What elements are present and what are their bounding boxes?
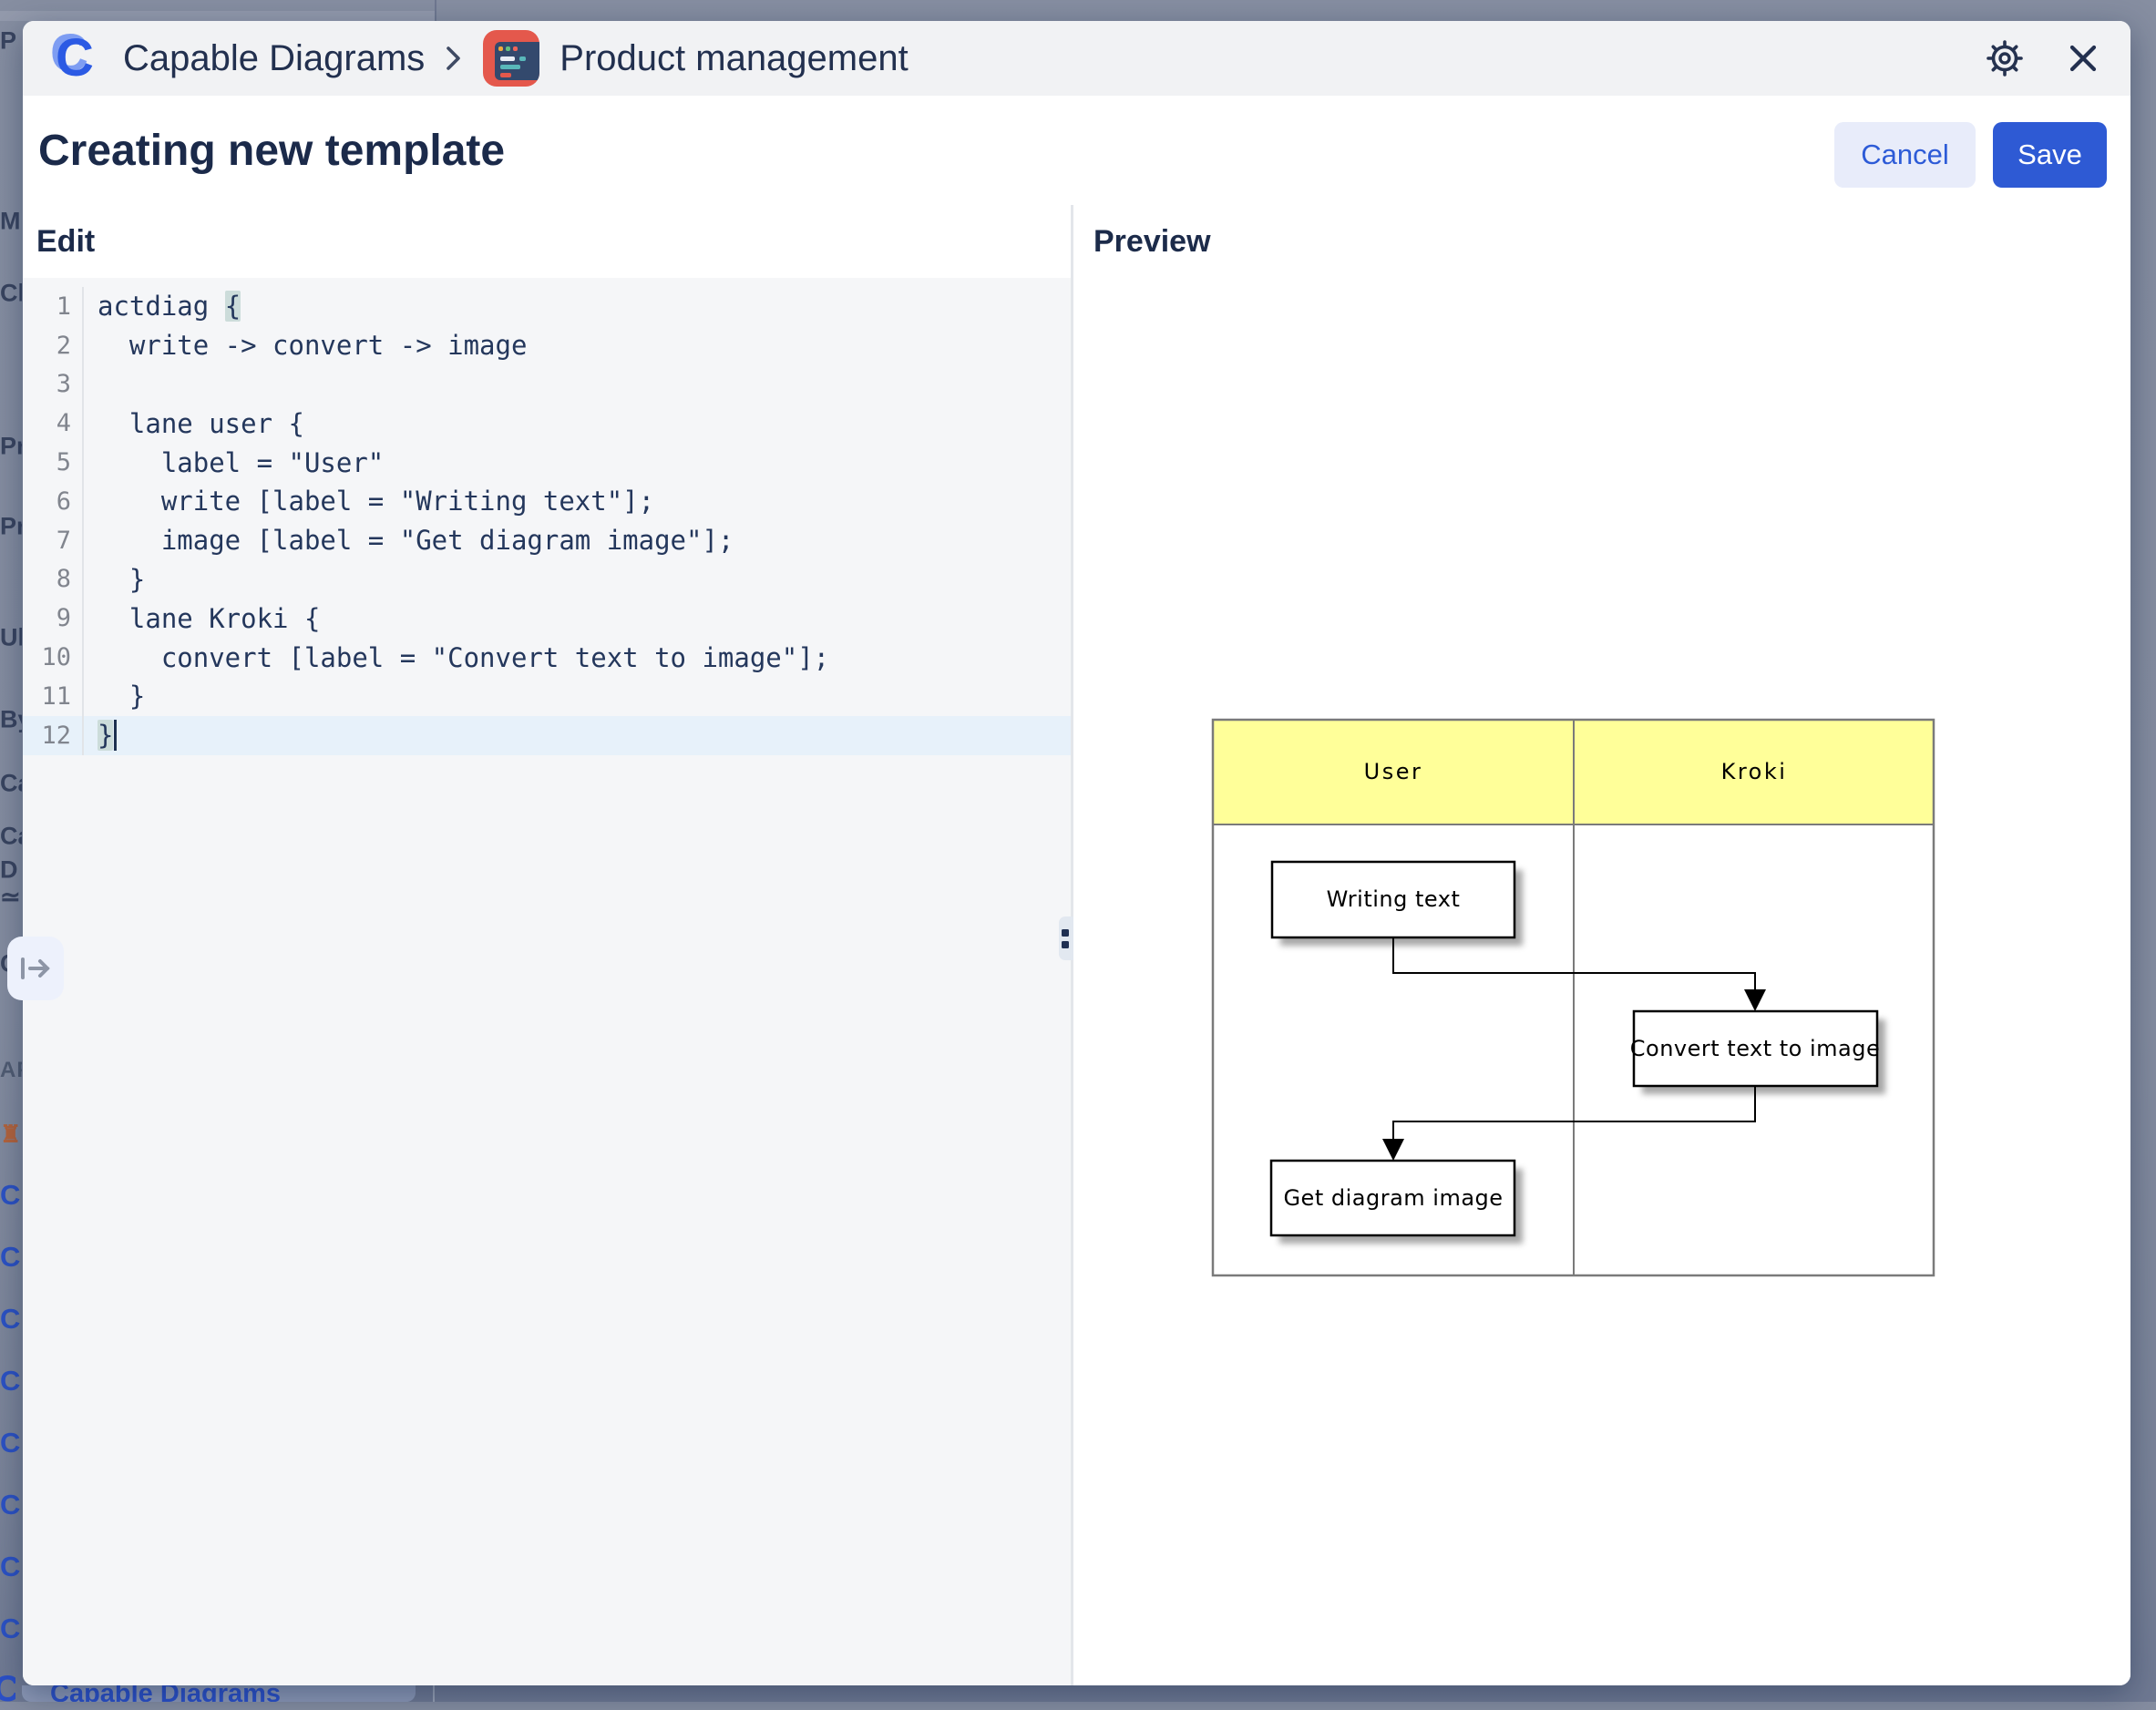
background-sidebar-fragment: C — [0, 1613, 20, 1645]
node-label-writing-text: Writing text — [1327, 886, 1461, 912]
background-sidebar-fragment: Cl — [0, 280, 22, 308]
background-sidebar-fragment: Ca — [0, 770, 22, 798]
create-template-modal: C C Capable Diagrams Product management — [23, 21, 2130, 1685]
breadcrumb-page-name[interactable]: Product management — [560, 38, 908, 79]
background-selected-sidebar-item: Capable Diagrams — [22, 1685, 416, 1702]
code-line-text: image [label = "Get diagram image"]; — [84, 525, 734, 556]
code-line[interactable]: 7 image [label = "Get diagram image"]; — [23, 521, 1071, 560]
edit-panel-title: Edit — [36, 205, 95, 278]
node-label-convert-text: Convert text to image — [1630, 1036, 1881, 1061]
page-title: Creating new template — [38, 96, 505, 205]
background-sidebar-fragment: ♜ — [0, 1121, 21, 1149]
arrowhead-down — [1382, 1139, 1404, 1161]
line-number: 9 — [23, 604, 82, 632]
arrowhead-down — [1744, 989, 1766, 1011]
background-sidebar-sliver: PMClPrPrUlByCaCaD≃CrAP♜CCCCCCCC — [0, 0, 22, 1702]
code-line[interactable]: 5 label = "User" — [23, 443, 1071, 482]
line-number: 4 — [23, 409, 82, 437]
code-line[interactable]: 11 } — [23, 677, 1071, 716]
background-sidebar-fragment: Ul — [0, 624, 22, 652]
background-sidebar-fragment: D — [0, 856, 18, 885]
code-line[interactable]: 6 write [label = "Writing text"]; — [23, 482, 1071, 521]
node-label-get-image: Get diagram image — [1283, 1185, 1503, 1211]
background-top-band — [0, 11, 435, 21]
background-sidebar-fragment: Pr — [0, 513, 22, 541]
close-icon[interactable] — [2061, 36, 2105, 80]
lane-label-kroki: Kroki — [1721, 759, 1788, 784]
modal-topbar-actions — [1983, 21, 2105, 96]
line-number: 12 — [23, 722, 82, 750]
code-line[interactable]: 10 convert [label = "Convert text to ima… — [23, 638, 1071, 677]
line-number: 5 — [23, 448, 82, 476]
breadcrumb-bar: C C Capable Diagrams Product management — [23, 21, 2130, 96]
modal-title-row: Creating new template Cancel Save — [23, 96, 2130, 207]
code-line-text: } — [84, 720, 117, 751]
line-number: 8 — [23, 565, 82, 593]
background-sidebar-fragment: C — [0, 1489, 20, 1521]
code-line[interactable]: 9 lane Kroki { — [23, 599, 1071, 638]
background-sidebar-fragment: C — [0, 1303, 20, 1336]
line-number: 11 — [23, 682, 82, 711]
product-management-icon — [483, 30, 539, 87]
background-sidebar-fragment: C — [0, 1179, 20, 1212]
gutter-separator — [82, 365, 84, 404]
background-sidebar-fragment: C — [0, 1551, 20, 1583]
background-sidebar-fragment: Pr — [0, 433, 22, 461]
background-sidebar-fragment: By — [0, 706, 22, 734]
code-line-text: } — [84, 681, 145, 712]
line-number: 2 — [23, 332, 82, 360]
code-line-text: label = "User" — [84, 447, 384, 478]
background-sidebar-fragment: M — [0, 208, 21, 236]
preview-panel-title: Preview — [1093, 205, 1211, 278]
background-sidebar-fragment: AP — [0, 1058, 22, 1083]
line-number: 10 — [23, 643, 82, 671]
background-space-logo: C — [0, 1669, 15, 1710]
sidebar-expand-button[interactable] — [7, 937, 64, 1000]
save-button[interactable]: Save — [1993, 122, 2107, 188]
code-line-text: write [label = "Writing text"]; — [84, 486, 654, 517]
background-sidebar-fragment: C — [0, 1365, 20, 1398]
breadcrumb-app-name[interactable]: Capable Diagrams — [123, 38, 425, 79]
code-editor[interactable]: 1actdiag {2 write -> convert -> image34 … — [23, 278, 1071, 1685]
text-cursor — [114, 720, 117, 751]
actdiag-preview-diagram: User Kroki Writing text Convert text to … — [1203, 711, 1950, 1294]
capable-diagrams-logo-icon: C C — [56, 30, 103, 87]
preview-pane: User Kroki Writing text Convert text to … — [1073, 278, 2130, 1685]
breadcrumb: C C Capable Diagrams Product management — [56, 21, 909, 96]
background-sidebar-fragment: C — [0, 1427, 20, 1459]
background-divider-bottom — [433, 1685, 435, 1702]
code-line[interactable]: 3 — [23, 365, 1071, 404]
chevron-right-icon — [445, 45, 463, 72]
code-line[interactable]: 4 lane user { — [23, 404, 1071, 443]
matched-bracket: } — [98, 720, 113, 751]
lane-label-user: User — [1364, 759, 1423, 784]
code-line-text: actdiag { — [84, 291, 241, 322]
line-number: 1 — [23, 292, 82, 321]
matched-bracket: { — [225, 291, 241, 322]
code-line-text: convert [label = "Convert text to image"… — [84, 642, 829, 673]
background-sidebar-fragment: ≃ — [0, 884, 21, 912]
line-number: 6 — [23, 487, 82, 516]
code-line-text: } — [84, 564, 145, 595]
line-number: 3 — [23, 370, 82, 398]
background-selected-item-label: Capable Diagrams — [50, 1685, 281, 1702]
title-actions: Cancel Save — [1834, 122, 2107, 188]
background-sidebar-fragment: C — [0, 1241, 20, 1274]
line-number: 7 — [23, 527, 82, 555]
code-line-text: lane Kroki { — [84, 603, 320, 634]
background-divider-top — [435, 0, 436, 21]
settings-gear-icon[interactable] — [1983, 36, 2027, 80]
code-line[interactable]: 8 } — [23, 560, 1071, 599]
code-line[interactable]: 2 write -> convert -> image — [23, 326, 1071, 365]
cancel-button[interactable]: Cancel — [1834, 122, 1976, 188]
code-line[interactable]: 12} — [23, 716, 1071, 755]
code-line-text: lane user { — [84, 408, 304, 439]
background-sidebar-fragment: P — [0, 27, 16, 56]
code-line-text: write -> convert -> image — [84, 330, 527, 361]
code-line[interactable]: 1actdiag { — [23, 287, 1071, 326]
background-sidebar-fragment: Ca — [0, 823, 22, 851]
panel-headers: Edit Preview — [23, 205, 2130, 280]
